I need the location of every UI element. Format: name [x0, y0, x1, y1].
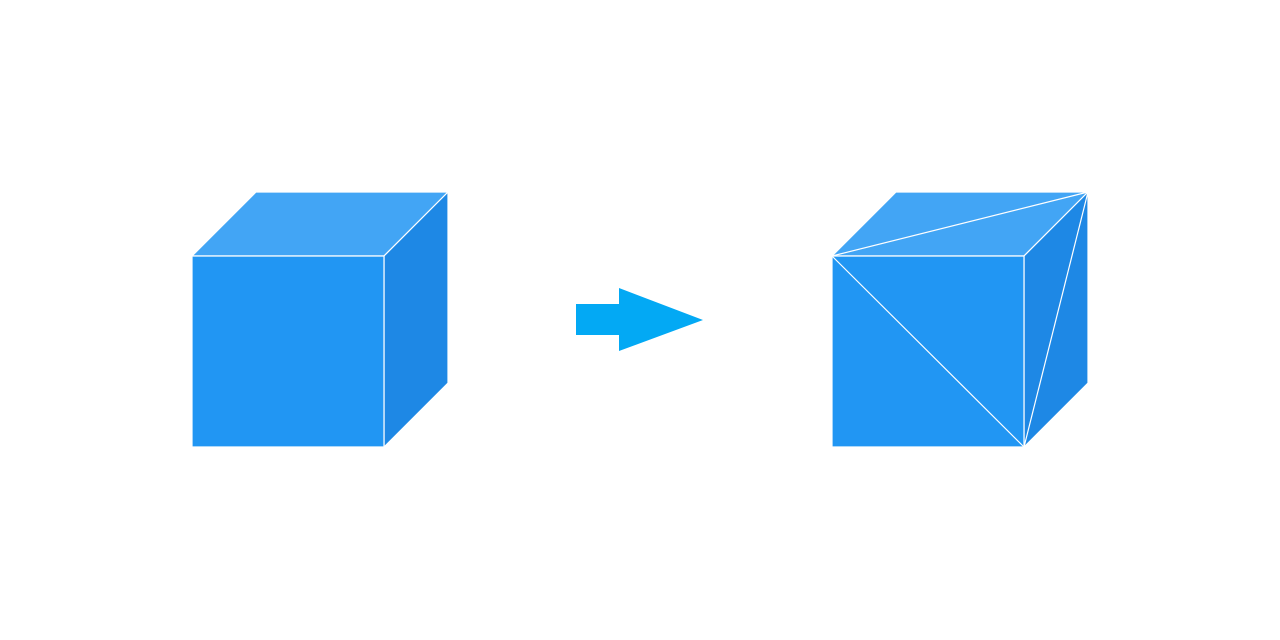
right-arrow-icon	[576, 288, 703, 351]
top-face-diagonal	[831, 191, 1089, 257]
plain-cube-front-face	[191, 255, 385, 448]
side-face-diagonal	[1023, 191, 1089, 448]
plain-cube	[191, 191, 449, 448]
front-face-diagonal	[831, 255, 1025, 448]
triangulated-cube	[831, 191, 1089, 448]
